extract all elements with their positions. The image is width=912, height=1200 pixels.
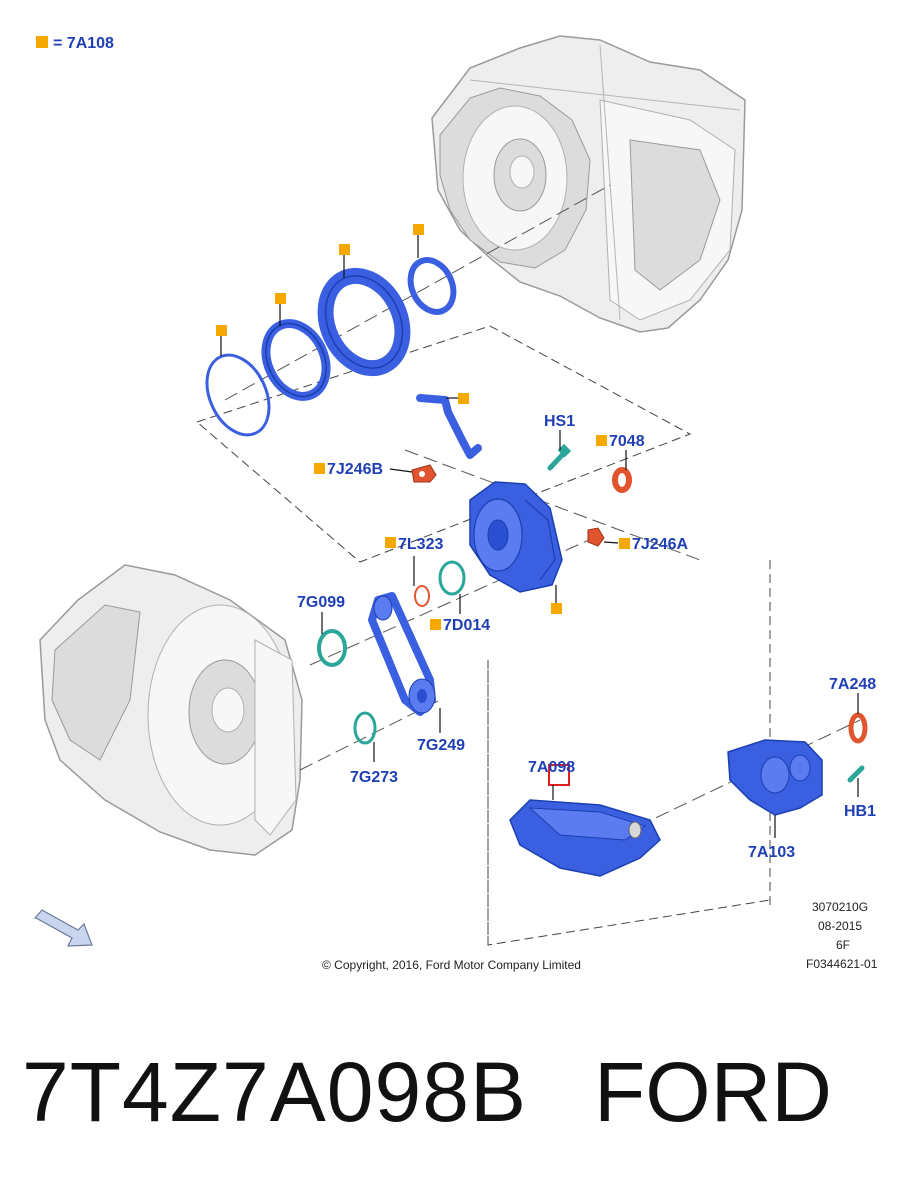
marker-7j246b	[314, 463, 325, 474]
lower-transmission-housing	[39, 564, 303, 856]
label-7a098: 7A098	[528, 759, 575, 776]
retaining-ring	[407, 257, 457, 315]
legend-text: = 7A108	[53, 35, 114, 52]
exploded-parts-diagram: = 7A108	[33, 35, 878, 972]
label-hb1: HB1	[844, 803, 876, 820]
label-7d014: 7D014	[443, 617, 490, 634]
upper-axis-line	[224, 184, 611, 401]
marker-7048	[596, 435, 607, 446]
label-7j246b: 7J246B	[327, 461, 383, 478]
seal-7048	[612, 467, 632, 493]
ring-7g099	[317, 629, 347, 667]
oring-7l323	[414, 585, 430, 607]
pump-body-7a103	[727, 739, 823, 816]
seal-7a248	[848, 712, 868, 744]
bolt-hb1	[847, 765, 865, 783]
marker-7l323	[385, 537, 396, 548]
tube-marker	[458, 393, 469, 404]
copyright-text: © Copyright, 2016, Ford Motor Company Li…	[322, 958, 581, 972]
legend-marker	[36, 36, 48, 48]
brand-name: FORD	[594, 1045, 832, 1139]
clutch-piston	[317, 267, 411, 377]
part-number: 7T4Z7A098B	[22, 1045, 527, 1139]
direction-arrow-icon	[33, 909, 93, 947]
label-7g273: 7G273	[350, 769, 398, 786]
label-7a248: 7A248	[829, 676, 876, 693]
pump-marker	[551, 603, 562, 614]
label-hs1: HS1	[544, 413, 575, 430]
label-7048: 7048	[609, 433, 645, 450]
label-7l323: 7L323	[398, 536, 443, 553]
label-7a103: 7A103	[748, 844, 795, 861]
lower-dashed-frame	[487, 660, 771, 946]
pump-axis-line	[404, 449, 701, 561]
drawing-model: 6F	[836, 938, 850, 952]
bolt-hs1	[547, 443, 572, 471]
marker-7d014	[430, 619, 441, 630]
upper-transmission-housing	[431, 35, 746, 333]
upper-dashed-frame	[196, 325, 692, 563]
drawing-code: 3070210G	[812, 900, 868, 914]
oil-pump-assembly	[469, 481, 563, 593]
drawing-ref: F0344621-01	[806, 957, 878, 971]
drawing-date: 08-2015	[818, 919, 862, 933]
label-7g099: 7G099	[297, 594, 345, 611]
ring-7d014	[438, 560, 466, 596]
filter-7a098	[509, 799, 661, 877]
upper-7a108-markers	[216, 224, 424, 356]
marker-7j246a	[619, 538, 630, 549]
highlight-box	[548, 764, 570, 786]
label-7j246a: 7J246A	[632, 536, 688, 553]
gasket-7j246b	[411, 464, 437, 483]
fluid-tube	[416, 394, 482, 459]
snap-ring-large	[205, 353, 271, 437]
label-7g249: 7G249	[417, 737, 465, 754]
gasket-7j246a	[587, 527, 605, 547]
ring-7g273	[353, 711, 377, 745]
drive-chain-7g249	[368, 592, 436, 716]
